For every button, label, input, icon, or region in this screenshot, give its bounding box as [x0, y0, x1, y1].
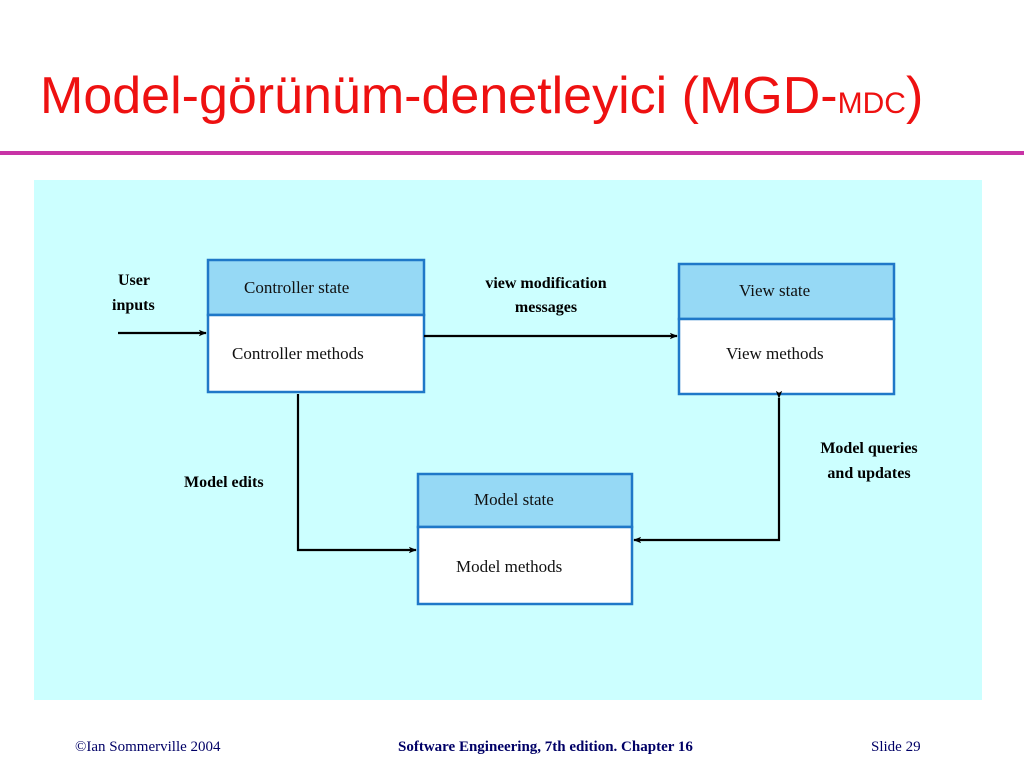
model-methods-cell: [416, 525, 634, 606]
view-modification-label-line-2: messages: [515, 299, 577, 316]
model-edits-label: Model edits: [184, 474, 264, 491]
model-queries-label-line-1: Model queries: [820, 440, 917, 457]
controller-methods-cell: [206, 313, 426, 394]
footer-book-title: Software Engineering, 7th edition. Chapt…: [398, 739, 693, 755]
view-methods-cell: [677, 317, 896, 396]
user-inputs-label-line-1: User: [118, 272, 150, 289]
title-divider: [0, 151, 1024, 155]
model-edits-arrow: [296, 394, 417, 554]
model-queries-label-line-2: and updates: [827, 465, 910, 482]
view-methods-label: View methods: [726, 344, 824, 363]
slide-title-main: Model-görünüm-denetleyici (MGD-: [40, 67, 838, 125]
controller-state-label: Controller state: [244, 278, 349, 297]
slide-title-close: ): [905, 67, 924, 125]
user-inputs-label-line-2: inputs: [112, 297, 155, 314]
slide-title-abbr: MDC: [837, 87, 906, 120]
model-box: Model state Model methods: [416, 472, 634, 606]
model-queries-arrow: [633, 390, 783, 544]
controller-state-cell: [206, 258, 426, 317]
diagram-canvas: Controller state Controller methods View…: [34, 180, 982, 700]
footer-slide-number: Slide 29: [871, 739, 921, 755]
view-state-label: View state: [739, 281, 810, 300]
slide-title: Model-görünüm-denetleyici (MGD-MDC): [40, 66, 923, 134]
controller-methods-label: Controller methods: [232, 344, 364, 363]
footer-copyright: ©Ian Sommerville 2004: [75, 739, 221, 755]
controller-box: Controller state Controller methods: [206, 258, 426, 394]
model-methods-label: Model methods: [456, 557, 562, 576]
view-box: View state View methods: [677, 262, 896, 396]
model-state-label: Model state: [474, 490, 554, 509]
view-modification-label-line-1: view modification: [485, 275, 606, 292]
mvc-diagram: Controller state Controller methods View…: [112, 258, 918, 606]
